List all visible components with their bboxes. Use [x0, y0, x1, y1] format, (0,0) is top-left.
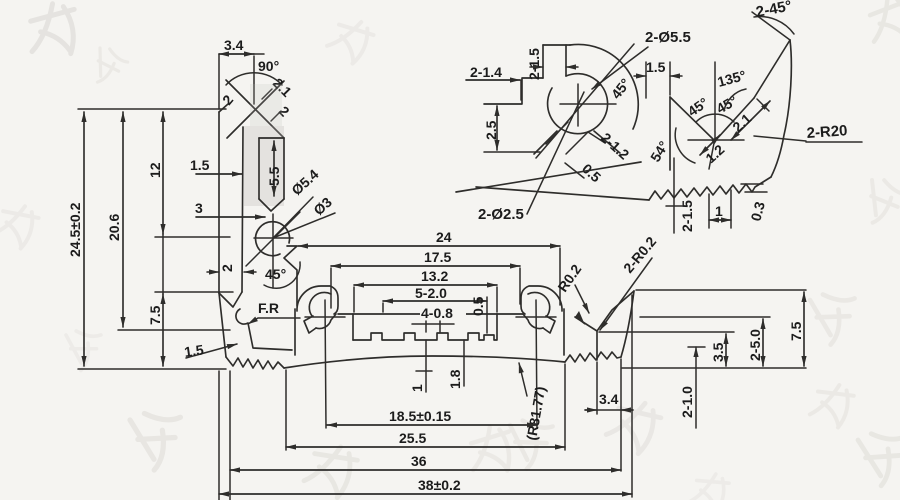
- svg-text:2-Ø5.5: 2-Ø5.5: [645, 29, 691, 46]
- svg-text:2-1.4: 2-1.4: [470, 64, 502, 80]
- svg-text:F.R: F.R: [258, 300, 279, 316]
- svg-text:1.5: 1.5: [646, 59, 666, 75]
- svg-text:2-1.0: 2-1.0: [679, 386, 695, 418]
- svg-text:0.3: 0.3: [747, 200, 768, 223]
- svg-text:3: 3: [195, 200, 203, 216]
- svg-text:3.5: 3.5: [710, 342, 726, 362]
- svg-text:1.5: 1.5: [183, 341, 205, 360]
- svg-text:20.6: 20.6: [106, 214, 122, 241]
- svg-text:7.5: 7.5: [788, 321, 804, 341]
- svg-text:1: 1: [715, 203, 723, 219]
- svg-text:2-1.5: 2-1.5: [526, 48, 542, 80]
- svg-text:3.4: 3.4: [224, 37, 244, 53]
- svg-text:24: 24: [436, 229, 452, 245]
- svg-text:90°: 90°: [258, 58, 279, 74]
- svg-text:13.2: 13.2: [421, 268, 448, 284]
- svg-text:18.5±0.15: 18.5±0.15: [389, 408, 451, 424]
- svg-text:38±0.2: 38±0.2: [418, 477, 461, 493]
- svg-text:5-2.0: 5-2.0: [415, 285, 447, 301]
- svg-text:2-1.5: 2-1.5: [679, 200, 695, 232]
- svg-text:1.8: 1.8: [447, 369, 463, 389]
- svg-text:2-Ø2.5: 2-Ø2.5: [478, 206, 524, 223]
- svg-text:7.5: 7.5: [147, 305, 163, 325]
- svg-text:17.5: 17.5: [424, 249, 451, 265]
- svg-text:24.5±0.2: 24.5±0.2: [67, 202, 83, 257]
- svg-text:4-0.8: 4-0.8: [421, 305, 453, 321]
- svg-text:135°: 135°: [716, 67, 748, 90]
- svg-text:2-5.0: 2-5.0: [747, 329, 763, 361]
- svg-text:2-R20: 2-R20: [806, 122, 848, 142]
- svg-text:0.5: 0.5: [470, 296, 486, 316]
- svg-text:25.5: 25.5: [399, 430, 426, 446]
- svg-text:3.4: 3.4: [599, 391, 619, 407]
- svg-text:45°: 45°: [265, 266, 286, 282]
- svg-text:2.5: 2.5: [483, 120, 499, 140]
- svg-text:36: 36: [411, 453, 427, 469]
- svg-text:1: 1: [409, 384, 425, 392]
- svg-text:5.5: 5.5: [266, 166, 282, 186]
- svg-text:12: 12: [147, 162, 163, 178]
- svg-text:2-45°: 2-45°: [755, 0, 794, 21]
- svg-text:1.5: 1.5: [190, 157, 210, 173]
- svg-text:2: 2: [219, 264, 235, 272]
